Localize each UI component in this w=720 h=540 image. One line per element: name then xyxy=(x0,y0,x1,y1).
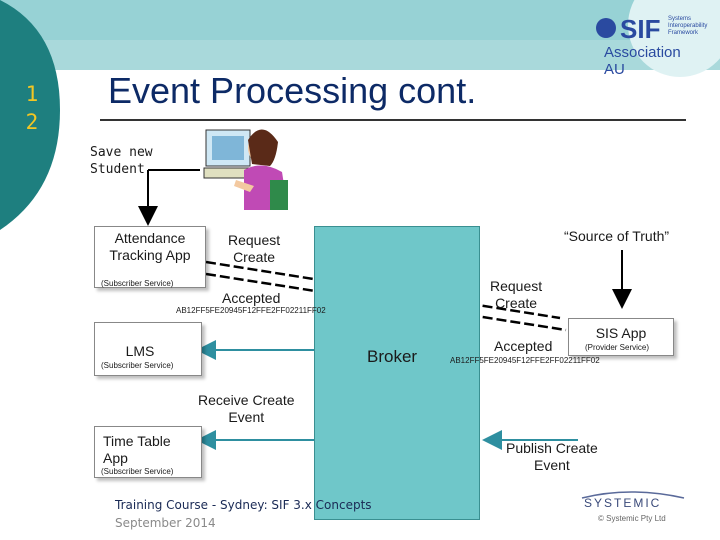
guid-left-label: AB12FF5FE20945F12FFE2FF02211FF02 xyxy=(176,306,326,315)
request-create-right-label: Request Create xyxy=(490,278,543,311)
copyright-text: © Systemic Pty Ltd xyxy=(598,514,666,523)
logo-subtitle: Association AU xyxy=(604,44,681,78)
footer-course-title: Training Course - Sydney: SIF 3.x Concep… xyxy=(115,498,372,512)
attendance-app-name: Attendance Tracking App xyxy=(109,230,191,263)
footer-date: September 2014 xyxy=(115,516,216,530)
receive-create-label: Receive Create Event xyxy=(198,392,295,425)
lms-role: (Subscriber Service) xyxy=(101,361,174,370)
source-of-truth-label: “Source of Truth” xyxy=(564,228,670,244)
systemic-logo: SYSTEMIC xyxy=(584,496,662,510)
broker-label: Broker xyxy=(367,347,418,366)
attendance-app-role: (Subscriber Service) xyxy=(101,279,174,288)
slide-number: 1 2 xyxy=(25,82,39,134)
broker-box: Broker xyxy=(314,226,480,520)
logo-brand: SIF xyxy=(620,14,661,44)
timetable-app-box: Time Table App (Subscriber Service) xyxy=(94,426,202,478)
sis-app-role: (Provider Service) xyxy=(585,343,650,352)
sis-app-name: SIS App xyxy=(595,325,647,341)
page-title: Event Processing cont. xyxy=(108,70,477,111)
accepted-right-label: Accepted xyxy=(494,338,553,354)
lms-box: LMS (Subscriber Service) xyxy=(94,322,202,376)
sif-emblem-icon xyxy=(596,18,616,38)
trigger-label: Save new Student xyxy=(90,145,153,177)
person-at-computer-icon xyxy=(203,129,288,210)
lms-name: LMS xyxy=(125,343,155,359)
publish-create-label: Publish Create Event xyxy=(506,440,598,473)
request-create-left-label: Request Create xyxy=(228,232,281,265)
accepted-left-label: Accepted xyxy=(222,290,281,306)
timetable-app-role: (Subscriber Service) xyxy=(101,467,174,476)
timetable-app-name: Time Table App xyxy=(103,433,171,466)
attendance-app-box: Attendance Tracking App (Subscriber Serv… xyxy=(94,226,206,288)
guid-right-label: AB12FF5FE20945F12FFE2FF02211FF02 xyxy=(450,356,600,365)
sis-app-box: SIS App (Provider Service) xyxy=(568,318,674,356)
